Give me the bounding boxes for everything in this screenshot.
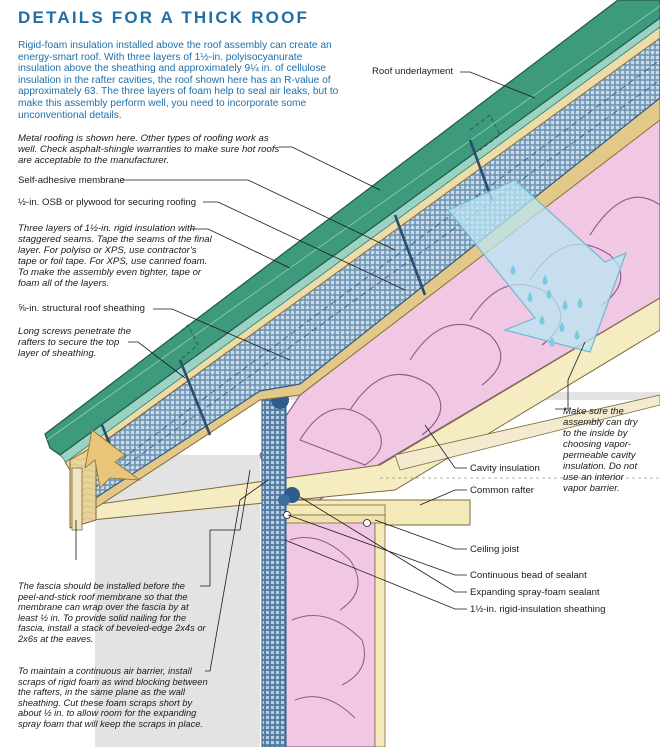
intro-paragraph: Rigid-foam insulation installed above th… [18, 40, 339, 121]
drying-arrow [447, 179, 628, 353]
label-osb-plywood: ½-in. OSB or plywood for securing roofin… [18, 197, 197, 208]
label-cavity-insulation: Cavity insulation [470, 463, 540, 474]
label-metal-roofing: Metal roofing is shown here. Other types… [18, 133, 280, 166]
note-fascia: The fascia should be installed before th… [18, 581, 206, 644]
sealant-bead [283, 511, 291, 519]
label-long-screws: Long screws penetrate the rafters to sec… [18, 326, 132, 359]
label-rigid-insulation-layers: Three layers of 1½-in. rigid insulation … [18, 223, 212, 289]
label-rigid-sheathing: 1½-in. rigid-insulation sheathing [470, 604, 606, 615]
label-self-adhesive-membrane: Self-adhesive membrane [18, 175, 125, 186]
leader-lines [122, 71, 586, 672]
page-title: DETAILS FOR A THICK ROOF [18, 8, 310, 27]
wall-insulation [284, 519, 376, 747]
membrane-wrap-lines [169, 114, 501, 361]
label-dry-to-inside: Make sure the assembly can dry to the in… [563, 406, 638, 494]
label-roof-underlayment: Roof underlayment [372, 66, 454, 77]
label-ceiling-joist: Ceiling joist [470, 544, 520, 555]
fascia [69, 444, 97, 560]
label-structural-sheathing: ⅝-in. structural roof sheathing [18, 303, 145, 314]
label-common-rafter: Common rafter [470, 485, 534, 496]
label-expanding-foam: Expanding spray-foam sealant [470, 587, 600, 598]
wall-rigid-insulation [261, 399, 287, 747]
metal-roofing [44, 0, 660, 456]
note-air-barrier: To maintain a continuous air barrier, in… [18, 666, 208, 729]
label-continuous-bead: Continuous bead of sealant [470, 570, 587, 581]
eave-vent-arrow [84, 429, 142, 489]
ceiling-soffit [394, 394, 660, 471]
